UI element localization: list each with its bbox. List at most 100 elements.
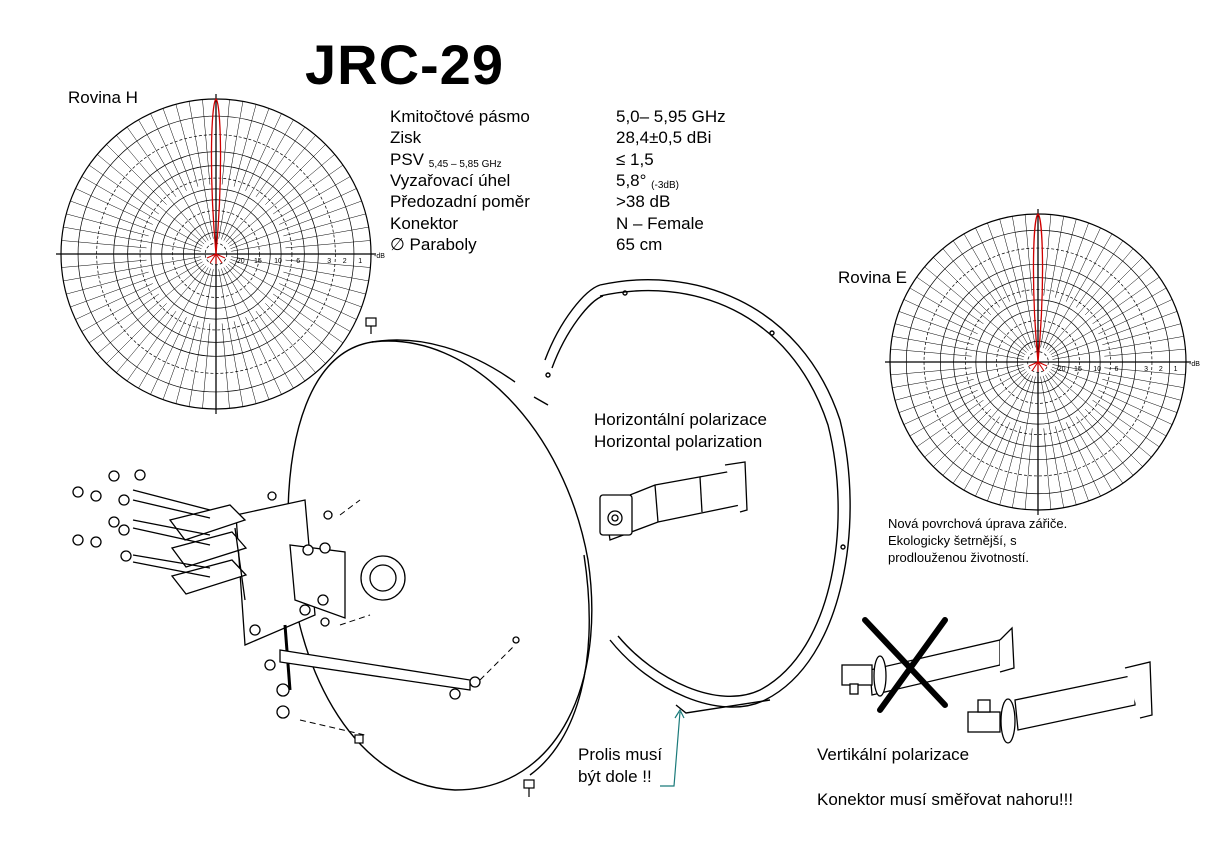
polar-grid-spoke <box>202 323 211 409</box>
polar-grid-spoke <box>229 261 351 332</box>
polar-grid-spoke <box>63 226 201 252</box>
radiation-pattern-side-lobe <box>206 253 217 259</box>
polar-grid-spoke <box>218 101 244 239</box>
polar-scale-label: 6 <box>1114 366 1118 373</box>
polar-grid-spoke <box>227 263 335 354</box>
polar-grid-spoke <box>987 375 1034 502</box>
polar-grid-spoke <box>231 226 369 252</box>
surface-note-line: Ekologicky šetrnější, s <box>888 533 1017 548</box>
polar-grid-spoke <box>221 108 270 240</box>
page-title: JRC-29 <box>305 33 504 96</box>
spec-value: ≤ 1,5 <box>616 149 654 169</box>
polar-grid-spoke <box>1102 378 1182 401</box>
surface-note-line: prodlouženou životností. <box>888 550 1029 565</box>
polar-grid-spoke <box>233 321 257 404</box>
polar-grid-spoke <box>1054 218 1077 298</box>
polar-scale-label: 10 <box>274 258 282 265</box>
polar-grid-spoke <box>126 310 177 382</box>
feed-arm-correct-orientation <box>967 661 1153 744</box>
polar-grid-spoke <box>245 317 282 395</box>
polar-grid-spoke <box>1012 376 1036 508</box>
polar-grid-spoke <box>66 213 149 237</box>
polar-grid-spoke <box>81 176 203 247</box>
surface-note: Nová povrchová úprava zářiče. Ekologicky… <box>888 515 1067 566</box>
polar-grid-spoke <box>63 256 201 282</box>
polar-grid-spoke <box>70 200 202 249</box>
polar-grid-spoke <box>903 389 978 425</box>
polar-grid-spoke <box>221 323 230 409</box>
polar-grid-spoke <box>223 119 294 241</box>
polar-grid-spoke <box>245 113 282 191</box>
spec-name: Předozadní poměr <box>390 192 530 212</box>
polar-scale-label: 3 <box>1144 366 1148 373</box>
radiation-pattern-side-lobe <box>1031 361 1039 372</box>
polar-grid-spoke <box>1054 426 1077 506</box>
polar-grid-spoke <box>1043 214 1052 296</box>
wrong-cross-icon <box>862 617 948 713</box>
polar-grid-spoke <box>116 265 207 373</box>
polar-grid-spoke <box>890 348 972 357</box>
polar-grid-spoke <box>1012 216 1036 348</box>
polar-grid-spoke <box>1092 276 1160 325</box>
polar-grid-spoke <box>924 266 1027 353</box>
polar-grid-spoke <box>1098 389 1173 425</box>
polar-grid-spoke <box>1098 299 1173 335</box>
polar-grid-spoke <box>1040 376 1064 508</box>
polar-grid-spoke <box>230 200 362 249</box>
polar-grid-spoke <box>283 213 366 237</box>
polar-grid-spoke <box>1049 371 1152 458</box>
polar-scale-label: 2 <box>343 258 347 265</box>
radiation-pattern-side-lobe <box>215 253 223 264</box>
polar-grid-spoke <box>1047 373 1134 476</box>
polar-grid-spoke <box>175 104 199 187</box>
polar-grid-spoke <box>909 287 1026 355</box>
polar-grid-spoke <box>255 310 306 382</box>
polar-grid-spoke <box>999 426 1022 506</box>
polar-grid-spoke <box>1084 408 1143 467</box>
polar-grid-spoke <box>894 378 974 401</box>
polar-grid-spoke <box>898 311 1025 358</box>
polar-grid-spoke <box>116 135 207 243</box>
polar-grid-spoke <box>272 164 344 215</box>
radiation-pattern-side-lobe <box>1037 361 1045 372</box>
polar-grid-spoke <box>221 99 230 185</box>
polar-scale-label: 20 <box>237 258 245 265</box>
spec-name: Kmitočtové pásmo <box>390 107 530 126</box>
radiation-pattern-main-lobe <box>210 98 222 255</box>
polar-grid-spoke <box>229 176 351 247</box>
radiation-pattern-side-lobe <box>1037 361 1048 367</box>
polar-grid-spoke <box>916 399 984 448</box>
polar-grid-spoke <box>285 259 371 268</box>
prolis-note: Prolis musí být dole !! <box>578 744 662 788</box>
polar-grid-spoke <box>150 317 187 395</box>
connector-note: Konektor musí směřovat nahoru!!! <box>817 790 1074 809</box>
polar-grid-spoke <box>952 240 1001 308</box>
polar-grid-spoke <box>227 154 335 245</box>
polar-scale-label: 15 <box>1074 366 1082 373</box>
polar-grid-spoke <box>88 293 160 344</box>
polar-grid-spoke <box>1104 348 1186 357</box>
horizontal-polarization-label: Horizontální polarizace Horizontal polar… <box>594 409 767 453</box>
radiation-pattern-side-lobe <box>1028 361 1039 367</box>
reflector-dish-front <box>287 339 593 791</box>
polar-grid-spoke <box>952 416 1001 484</box>
polar-scale-label: 2 <box>1159 366 1163 373</box>
spec-value: 28,4±0,5 dBi <box>616 128 712 148</box>
polar-grid-spoke <box>106 144 167 205</box>
polar-grid-spoke <box>916 276 984 325</box>
polar-grid-spoke <box>231 256 369 282</box>
polar-grid-spoke <box>903 299 978 335</box>
polar-grid-spoke <box>75 283 153 320</box>
polar-grid-spoke <box>61 240 147 249</box>
polar-grid-spoke <box>1075 240 1124 308</box>
polar-grid-spoke <box>933 408 992 467</box>
polar-grid-spoke <box>265 144 326 205</box>
polar-scale-label: 1 <box>358 258 362 265</box>
polar-grid-spoke <box>225 265 316 373</box>
polar-scale-label: 15 <box>254 258 262 265</box>
spec-value: N – Female <box>616 213 704 233</box>
polar-grid-spoke <box>1024 428 1033 510</box>
polar-grid-spoke <box>1051 311 1178 358</box>
